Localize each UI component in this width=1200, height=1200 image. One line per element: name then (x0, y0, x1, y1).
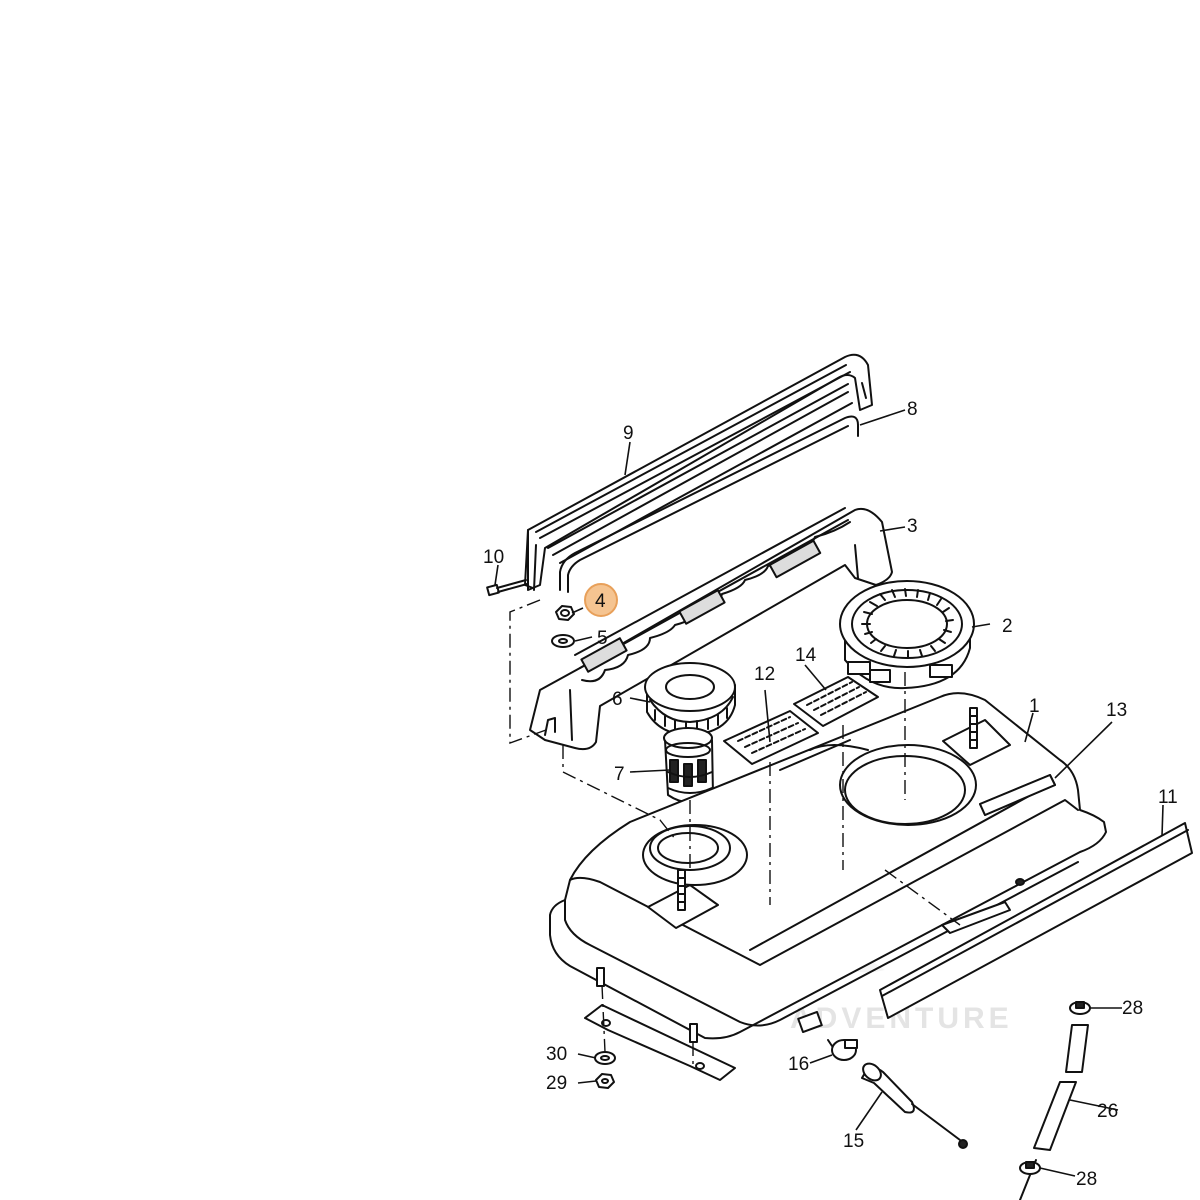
part-7-strainer[interactable] (663, 727, 714, 804)
callout-9[interactable]: 9 (623, 423, 634, 444)
callout-labels: 9 8 3 2 10 4 5 6 7 12 14 1 13 11 30 29 1… (483, 399, 1178, 1190)
callout-1[interactable]: 1 (1029, 696, 1040, 717)
callout-12[interactable]: 12 (754, 664, 775, 685)
callout-29[interactable]: 29 (546, 1073, 567, 1094)
part-11-side-strip[interactable] (879, 822, 1193, 1019)
callout-3[interactable]: 3 (907, 516, 918, 537)
part-4-nut[interactable] (555, 605, 575, 621)
leader-lines (494, 409, 1164, 1177)
part-8-handle-rod[interactable] (559, 415, 859, 593)
part-14-decal[interactable] (793, 676, 879, 727)
callout-28-lower[interactable]: 28 (1076, 1169, 1097, 1190)
callout-15[interactable]: 15 (843, 1131, 864, 1152)
part-16-clamp[interactable] (827, 1039, 858, 1061)
part-28-clip-upper[interactable] (1069, 1001, 1091, 1015)
bottom-bracket-plate[interactable] (584, 1004, 736, 1081)
part-5-washer[interactable] (551, 634, 575, 648)
callout-4[interactable]: 4 (595, 591, 606, 612)
callout-13[interactable]: 13 (1106, 700, 1127, 721)
part-3-carrier[interactable] (529, 507, 893, 751)
callout-26[interactable]: 26 (1097, 1101, 1118, 1122)
assembly-lines (509, 599, 961, 1066)
part-15-fuel-hose[interactable] (860, 1060, 968, 1149)
callout-30[interactable]: 30 (546, 1044, 567, 1065)
callout-10[interactable]: 10 (483, 547, 504, 568)
callout-14[interactable]: 14 (795, 645, 817, 666)
part-2-filter-cap[interactable] (839, 580, 975, 690)
highlight-marker (584, 583, 618, 617)
callout-2[interactable]: 2 (1002, 616, 1013, 637)
part-29-nut[interactable] (595, 1073, 615, 1089)
callout-16[interactable]: 16 (788, 1054, 809, 1075)
part-28-clip-lower[interactable] (1019, 1161, 1041, 1175)
callout-8[interactable]: 8 (907, 399, 918, 420)
callout-6[interactable]: 6 (612, 689, 623, 710)
part-6-fuel-cap[interactable] (644, 662, 736, 736)
callout-28-upper[interactable]: 28 (1122, 998, 1143, 1019)
part-13-label-plate[interactable] (979, 774, 1056, 816)
part-26-hose[interactable] (1019, 1024, 1089, 1200)
part-1-fuel-tank[interactable] (549, 692, 1107, 1043)
callout-11[interactable]: 11 (1158, 787, 1178, 808)
part-10-bolt[interactable] (486, 579, 528, 597)
callout-5[interactable]: 5 (597, 628, 608, 649)
part-30-washer[interactable] (594, 1051, 616, 1065)
callout-7[interactable]: 7 (614, 764, 625, 785)
